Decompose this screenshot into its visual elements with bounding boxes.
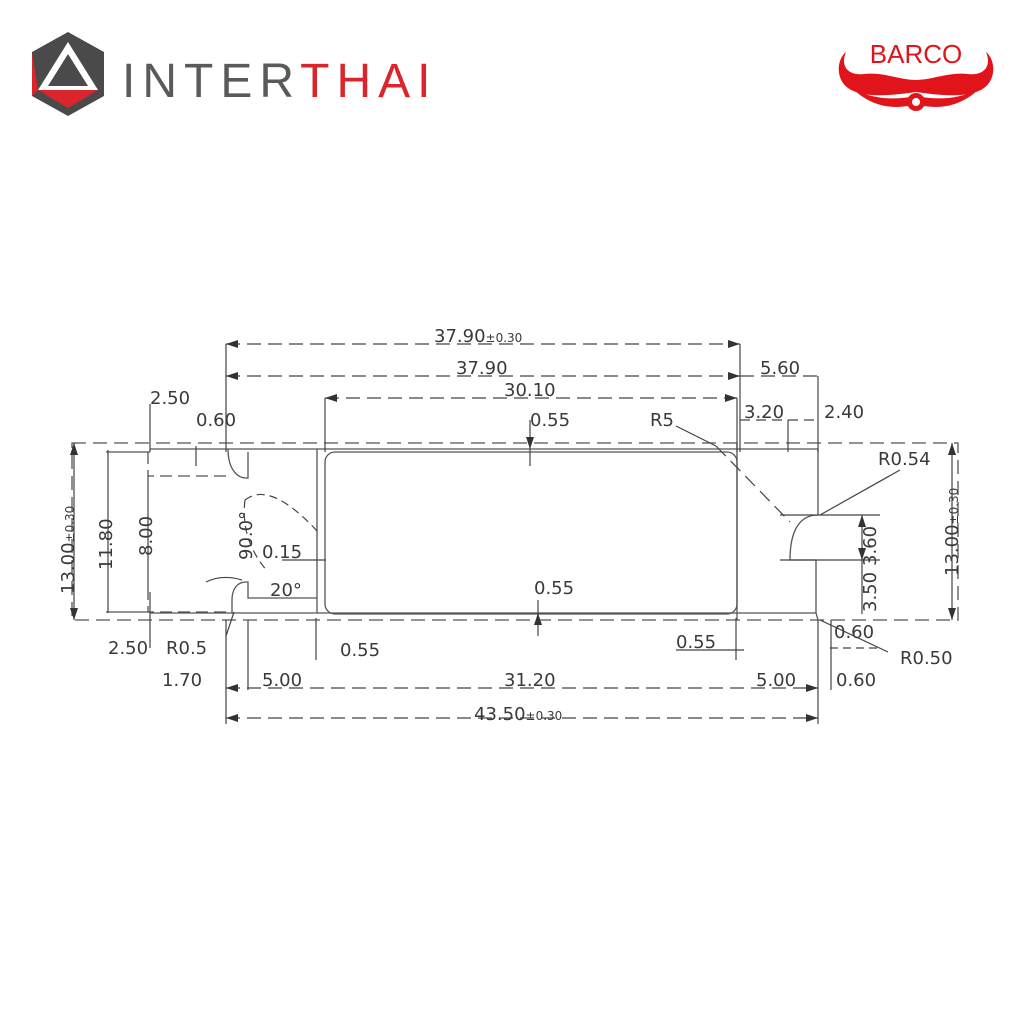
dim-radius-right-low: R0.50 [900, 648, 953, 669]
dim-bottom-b: 5.00 [262, 670, 302, 691]
wordmark-part-inter: INTER [122, 55, 301, 108]
dim-height-right-tol: ±0.30 [947, 488, 961, 525]
dim-center-width: 30.10 [504, 380, 556, 401]
dim-right-slot-low: 3.50 [860, 572, 881, 612]
dim-overall-bottom-tol: ±0.30 [526, 709, 563, 723]
dim-top-thickness: 0.55 [530, 410, 570, 431]
wordmark-part-thai: THAI [300, 55, 438, 108]
svg-text:13.00±0.30: 13.00±0.30 [942, 488, 963, 576]
dim-left-top: 2.50 [150, 388, 190, 409]
dim-right-top: 5.60 [760, 358, 800, 379]
svg-text:13.00±0.30: 13.00±0.30 [58, 506, 79, 594]
dim-web-right: 0.55 [676, 632, 716, 653]
dim-angle-small: 20° [270, 580, 302, 601]
dim-bottom-center: 31.20 [504, 670, 556, 691]
dim-small-a: 0.60 [196, 410, 236, 431]
svg-text:43.50±0.30: 43.50±0.30 [474, 704, 562, 725]
barco-wordmark: BARCO [870, 39, 962, 69]
dim-top-inner: 37.90 [456, 358, 508, 379]
dim-bottom-d: 5.00 [756, 670, 796, 691]
dim-height-inner: 11.80 [96, 518, 117, 570]
dim-bottom-thickness: 0.55 [534, 578, 574, 599]
interthai-logo: INTERTHAI [28, 28, 468, 120]
dim-height-left: 13.00 [58, 542, 79, 594]
interthai-wordmark: INTERTHAI [122, 58, 437, 106]
dim-overall-bottom: 43.50 [474, 704, 526, 725]
dim-height-left-tol: ±0.30 [63, 506, 77, 543]
dim-height-slot: 8.00 [136, 516, 157, 556]
dim-overall-top: 37.90 [434, 326, 486, 347]
dim-left-bottom: 2.50 [108, 638, 148, 659]
dim-right-b: 2.40 [824, 402, 864, 423]
dim-radius-left: R0.5 [166, 638, 207, 659]
svg-text:37.90±0.30: 37.90±0.30 [434, 326, 522, 347]
dim-right-small: 0.60 [834, 622, 874, 643]
dim-web-left: 0.55 [340, 640, 380, 661]
dim-radius-big: R5 [650, 410, 674, 431]
dim-right-slot: 3.60 [860, 526, 881, 566]
dim-angle: 90.0° [236, 511, 257, 560]
dim-bottom-a: 1.70 [162, 670, 202, 691]
dim-bottom-e: 0.60 [836, 670, 876, 691]
dim-radius-right: R0.54 [878, 449, 931, 470]
dim-overall-top-tol: ±0.30 [486, 331, 523, 345]
interthai-triangle-logo-icon [32, 32, 104, 116]
barco-logo: BARCO [832, 30, 1000, 114]
dim-right-a: 3.20 [744, 402, 784, 423]
dim-gap: 0.15 [262, 542, 302, 563]
barco-emblem-icon: BARCO [838, 39, 994, 111]
dim-height-right: 13.00 [942, 524, 963, 576]
